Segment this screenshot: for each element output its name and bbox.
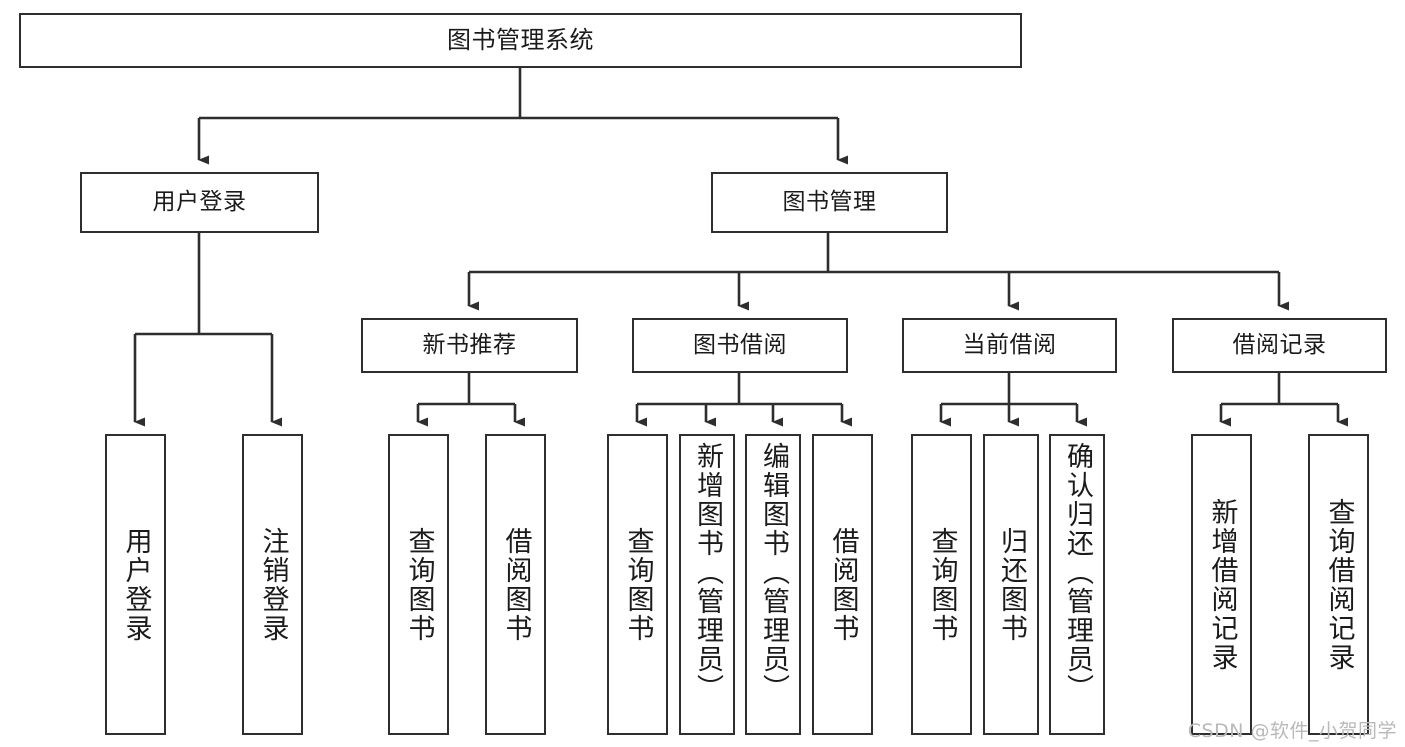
node-label: 图书管理系统 [447,26,594,55]
node-new-book-recommend[interactable]: 新书推荐 [361,318,578,373]
node-label: 图书管理 [782,188,877,215]
leaf-add-borrow-record[interactable]: 新增借阅记录 [1191,434,1252,735]
node-user-login[interactable]: 用户登录 [80,172,319,233]
leaf-user-login[interactable]: 用户登录 [105,434,166,735]
node-label: 图书借阅 [693,331,787,358]
node-label: 用户登录 [152,188,247,215]
leaf-query-book-current[interactable]: 查询图书 [911,434,972,735]
leaf-borrow-book-recommend[interactable]: 借阅图书 [485,434,546,735]
node-label: 查询图书 [403,526,435,643]
node-book-management[interactable]: 图书管理 [711,172,948,233]
node-label: 新增图书（管理员） [692,442,724,703]
leaf-logout-login[interactable]: 注销登录 [242,434,303,735]
node-current-borrow[interactable]: 当前借阅 [902,318,1117,373]
node-label: 借阅记录 [1232,331,1327,358]
node-label: 借阅图书 [827,526,859,643]
node-label: 借阅图书 [500,526,532,643]
node-label: 编辑图书（管理员） [758,442,790,703]
node-root-book-management-system[interactable]: 图书管理系统 [19,13,1022,68]
leaf-query-borrow-record[interactable]: 查询借阅记录 [1308,434,1369,735]
leaf-query-book-borrow[interactable]: 查询图书 [607,434,668,735]
leaf-confirm-return-admin[interactable]: 确认归还（管理员） [1049,434,1105,735]
node-label: 新书推荐 [422,331,517,358]
node-label: 新增借阅记录 [1206,497,1238,672]
leaf-borrow-book[interactable]: 借阅图书 [812,434,873,735]
node-borrow-record[interactable]: 借阅记录 [1172,318,1387,373]
leaf-edit-book-admin[interactable]: 编辑图书（管理员） [745,434,801,735]
node-label: 归还图书 [996,526,1028,643]
node-label: 查询图书 [926,526,958,643]
node-label: 确认归还（管理员） [1062,442,1094,703]
watermark-text: CSDN @软件_小贺同学 [1187,720,1397,742]
leaf-return-book[interactable]: 归还图书 [983,434,1039,735]
leaf-query-book-recommend[interactable]: 查询图书 [388,434,449,735]
node-label: 用户登录 [120,526,152,643]
node-label: 当前借阅 [962,331,1057,358]
node-book-borrow[interactable]: 图书借阅 [632,318,848,373]
node-label: 注销登录 [257,526,289,643]
leaf-add-book-admin[interactable]: 新增图书（管理员） [679,434,735,735]
node-label: 查询图书 [622,526,654,643]
node-label: 查询借阅记录 [1323,497,1355,672]
